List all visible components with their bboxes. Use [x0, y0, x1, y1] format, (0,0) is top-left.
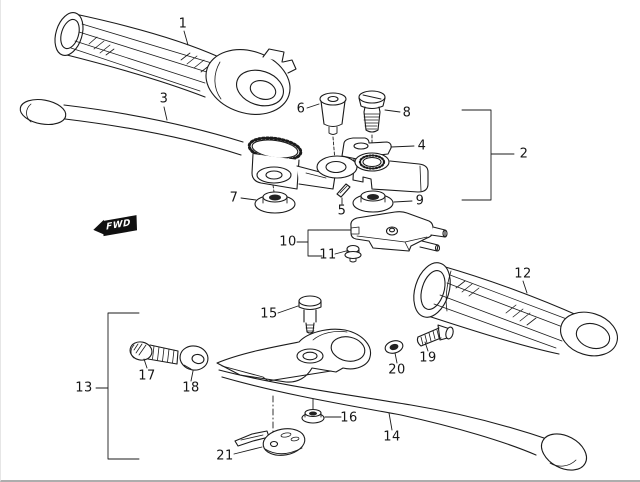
end-bolt-drawing [416, 324, 454, 347]
callout-bracket-13 [95, 312, 140, 460]
part-callout-14: 14 [383, 429, 401, 445]
holder-body-drawing [316, 152, 429, 193]
collar-drawing [319, 92, 347, 162]
holder-nut-drawing [352, 190, 394, 213]
part-callout-20: 20 [388, 362, 406, 378]
leader-lines [143, 30, 528, 455]
part-callout-16: 16 [340, 410, 358, 426]
callout-bracket-2 [461, 109, 515, 201]
part-callout-11: 11 [319, 247, 337, 263]
callout-bracket-10 [296, 229, 352, 257]
throttle-grip-drawing [54, 12, 297, 115]
adjuster-bolt-drawing [129, 341, 179, 365]
part-callout-3: 3 [159, 91, 169, 107]
pivot-nut-drawing [254, 191, 296, 214]
part-callout-10: 10 [279, 234, 297, 250]
part-callout-8: 8 [402, 105, 412, 121]
part-callout-5: 5 [337, 203, 347, 219]
clutch-lever-drawing [218, 369, 588, 471]
clutch-holder-drawing [216, 328, 372, 383]
pivot-bolt-drawing [358, 90, 386, 160]
part-callout-6: 6 [296, 101, 306, 117]
part-callout-19: 19 [419, 350, 437, 366]
part-callout-4: 4 [417, 138, 427, 154]
washer-drawing [384, 340, 404, 354]
brake-lever-drawing [19, 98, 336, 193]
locknut-drawing [301, 408, 325, 424]
lever-end-piece-drawing [234, 428, 306, 456]
part-callout-15: 15 [260, 306, 278, 322]
left-grip-drawing [413, 262, 618, 357]
part-callout-9: 9 [415, 193, 425, 209]
part-callout-18: 18 [182, 380, 200, 396]
adjuster-nut-drawing [179, 345, 209, 371]
part-callout-21: 21 [216, 448, 234, 464]
part-callout-17: 17 [138, 368, 156, 384]
part-callout-12: 12 [514, 266, 532, 282]
part-callout-13: 13 [75, 380, 93, 396]
pin-drawing [336, 183, 351, 198]
switch-screw-drawing [344, 244, 362, 263]
switch-assembly-drawing [350, 211, 448, 252]
part-callout-2: 2 [519, 146, 529, 162]
part-callout-7: 7 [229, 190, 239, 206]
part-callout-1: 1 [178, 16, 188, 32]
